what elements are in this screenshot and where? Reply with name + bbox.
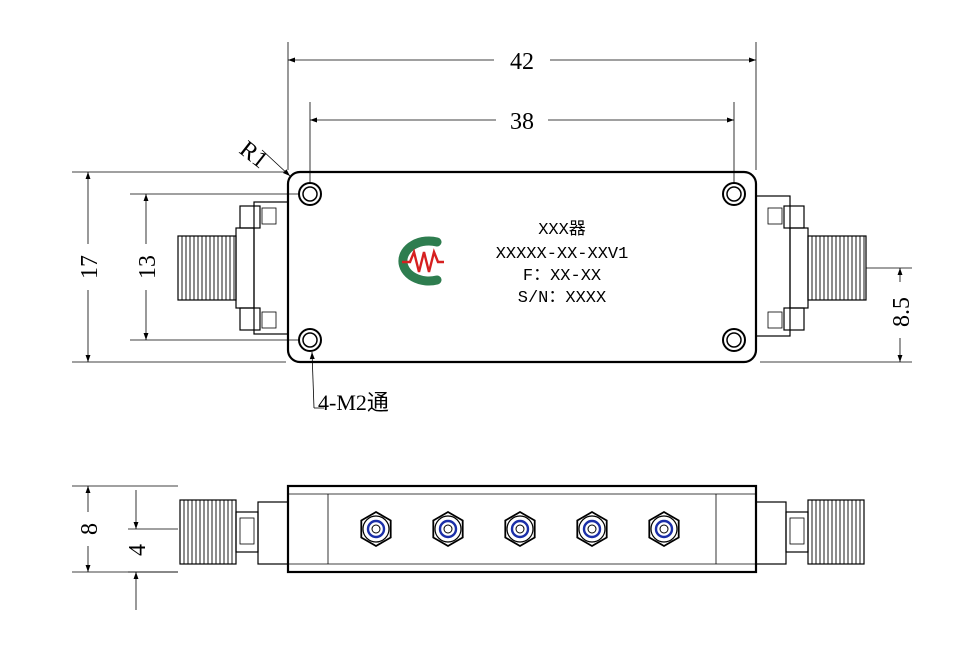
left-connector-tab-bottom [239,307,261,331]
label-frequency: F：XX-XX [523,267,601,286]
dimension-connector-height: 4 [125,490,178,610]
mount-hole-callout-label: 4-M2通 [318,390,389,415]
dimension-overall-width: 17 [72,171,286,363]
tuning-screw-icon [504,510,536,548]
label-product-name: XXX器 [538,220,586,240]
right-connector-flange [755,195,791,337]
right-connector-threads [811,236,865,300]
dimension-overall-length: 42 [287,42,757,170]
label-serial-number: S/N：XXXX [518,289,606,308]
left-connector-side [179,499,289,565]
tuning-screw-icon [576,510,608,548]
dimension-connector-offset: 8.5 [760,267,915,363]
right-connector-tab-inner-bottom [767,311,783,329]
right-connector-tab-top [783,205,805,229]
mount-hole-top-right [722,182,746,206]
right-connector-thread-body [807,235,867,301]
dim-8-5-label: 8.5 [889,297,915,327]
dimension-corner-radius: R1 [234,136,291,177]
dim-8-label: 8 [77,523,103,535]
left-connector-threads [181,236,235,300]
right-connector-side [755,499,865,565]
left-connector-flange [253,201,289,335]
tuning-screws [360,510,680,548]
dimension-height: 8 [72,485,178,573]
left-connector-nut [235,227,255,309]
dim-17-label: 17 [77,255,103,279]
top-view: XXX器 XXXXX-XX-XXV1 F：XX-XX S/N：XXXX 42 3… [72,42,915,415]
right-connector-tab-bottom [783,307,805,331]
dim-38-label: 38 [510,109,534,135]
dim-r1-label: R1 [234,136,272,174]
tuning-screw-icon [432,510,464,548]
left-connector-thread-body [177,235,237,301]
side-view: 8 4 [72,484,865,610]
filter-body-top [286,170,758,364]
filter-body-side [286,484,758,574]
left-side-flange [257,501,289,565]
tuning-screw-icon [648,510,680,548]
left-connector-tab-inner-bottom [261,311,277,329]
right-sma-connector [755,195,867,337]
label-model-number: XXXXX-XX-XXV1 [496,245,629,264]
company-logo [398,236,444,286]
dimension-hole-spacing-width: 13 [130,193,300,341]
dimension-hole-spacing-length: 38 [309,102,735,182]
dim-42-label: 42 [510,49,534,75]
right-connector-nut [789,227,809,309]
left-sma-connector [177,201,289,335]
right-connector-tab-inner-top [767,207,783,225]
left-connector-tab-top [239,205,261,229]
mount-hole-callout: 4-M2通 [309,351,389,415]
dim-13-label: 13 [135,255,161,279]
logo-wave-icon [402,248,444,273]
tuning-screw-icon [360,510,392,548]
right-side-flange [755,501,787,565]
dim-4-label: 4 [125,544,151,556]
mount-hole-bottom-right [722,328,746,352]
product-label: XXX器 XXXXX-XX-XXV1 F：XX-XX S/N：XXXX [496,220,629,308]
left-connector-tab-inner-top [261,207,277,225]
